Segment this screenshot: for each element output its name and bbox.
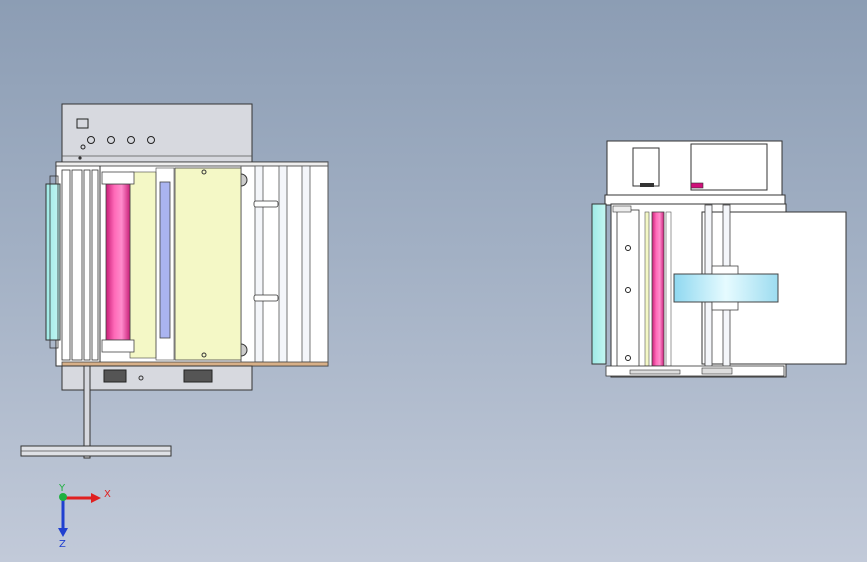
top-rail [55, 161, 329, 167]
stand-leg [83, 365, 91, 459]
machine-front-view[interactable] [591, 140, 847, 378]
motor [103, 369, 127, 383]
cyan-front-panel [591, 203, 607, 365]
left-frame-rails [61, 166, 101, 362]
bottom-rail [61, 361, 329, 367]
button-knob [147, 136, 155, 144]
button-knob [107, 136, 115, 144]
motor [183, 369, 213, 383]
y-axis-label: Y [58, 483, 66, 494]
top-cabinet [606, 140, 783, 196]
pink-roller [105, 183, 131, 341]
y-axis-dot [59, 493, 67, 501]
yellow-plate [174, 167, 242, 361]
x-axis-label: X [104, 489, 111, 500]
pink-roller-front [651, 211, 665, 367]
blue-strip [159, 181, 171, 339]
lower-housing [61, 365, 253, 391]
cyan-side-panel [45, 183, 61, 341]
display-window [76, 118, 89, 129]
front-base [605, 365, 785, 377]
button-knob [127, 136, 135, 144]
axis-triad: X Y Z [58, 483, 111, 550]
z-axis-label: Z [59, 539, 66, 550]
button-knob [87, 136, 95, 144]
control-box [61, 103, 253, 163]
machine-top-view[interactable] [20, 103, 329, 459]
cyan-belt [673, 273, 779, 303]
